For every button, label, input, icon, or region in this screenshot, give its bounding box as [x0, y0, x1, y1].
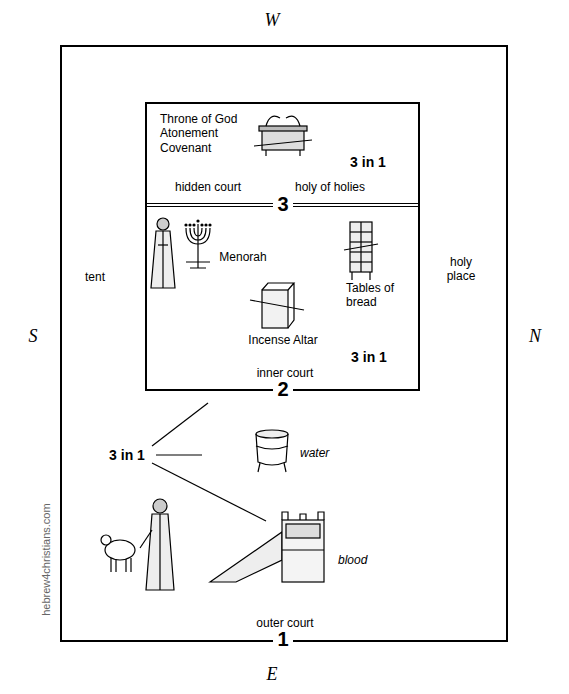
area-name: holy of holies: [295, 180, 365, 194]
group-label: 3 in 1: [351, 349, 387, 366]
group-label: 3 in 1: [350, 154, 386, 171]
group-label: 3 in 1: [109, 447, 145, 464]
compass-label: E: [267, 664, 278, 686]
compass-label: S: [29, 326, 38, 348]
callout-number: 1: [273, 628, 292, 650]
compass-label: N: [529, 326, 541, 348]
item-label: water: [300, 446, 329, 460]
tent-box: Throne of God Atonement Covenant 3 in 1 hi…: [145, 102, 420, 391]
item-label: Tables of bread: [346, 281, 408, 310]
watermark: hebrew4christians.com: [39, 504, 52, 617]
item-label: Throne of God Atonement Covenant: [160, 112, 260, 155]
area-name: tent: [85, 270, 105, 284]
area-name: holy place: [438, 255, 484, 284]
callout-number: 3: [273, 193, 292, 215]
holy-of-holies-section: Throne of God Atonement Covenant 3 in 1 hi…: [147, 104, 418, 207]
outer-court-box: Throne of God Atonement Covenant 3 in 1 hi…: [60, 45, 508, 642]
item-label: Menorah: [219, 250, 266, 264]
callout-number: 2: [273, 378, 292, 400]
compass-label: W: [265, 10, 280, 32]
area-name: hidden court: [175, 180, 241, 194]
item-label: blood: [338, 553, 367, 567]
item-label: Incense Altar: [248, 333, 317, 347]
